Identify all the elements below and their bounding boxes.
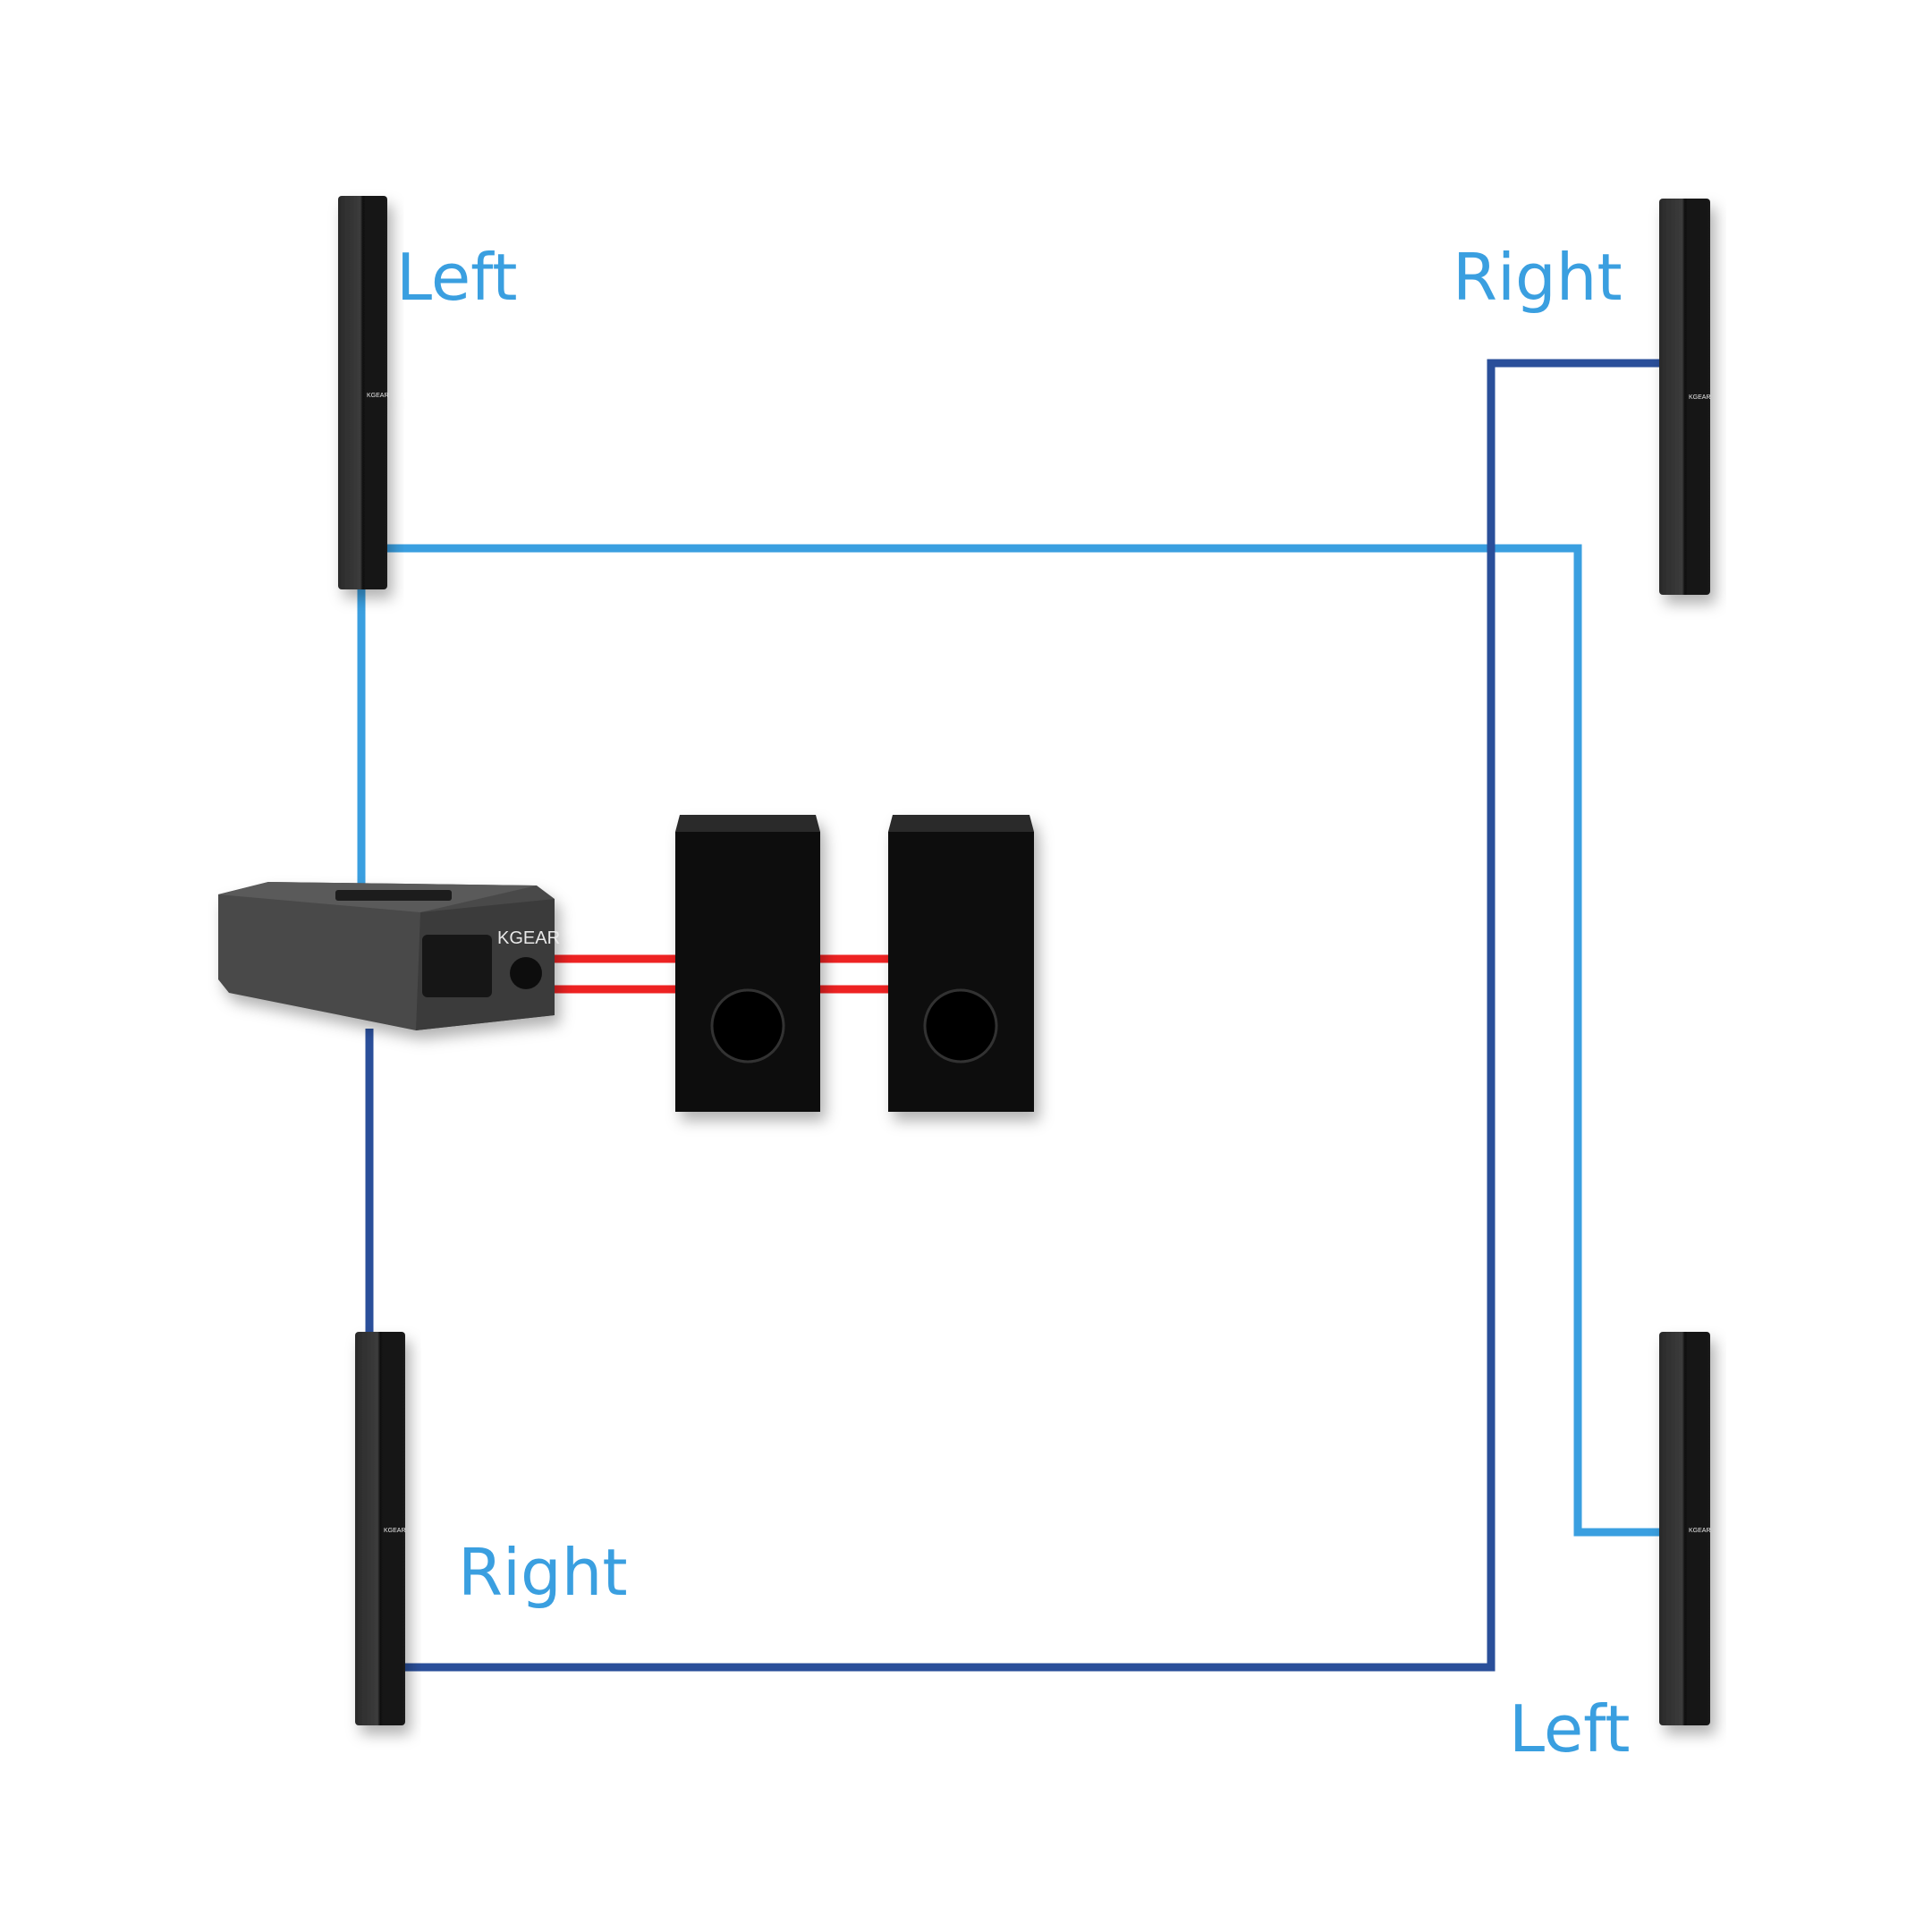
speaker-top-left: KGEAR xyxy=(338,196,389,589)
subwoofer-1 xyxy=(675,815,820,1112)
left-channel-cable xyxy=(357,544,1659,1537)
speaker-top-right: KGEAR xyxy=(1659,199,1711,595)
right-channel-cable xyxy=(365,359,1659,1672)
label-bottom-right: Left xyxy=(1509,1691,1630,1767)
amplifier: KGEAR xyxy=(218,882,560,1030)
svg-text:KGEAR: KGEAR xyxy=(384,1528,406,1534)
volume-knob xyxy=(510,957,542,989)
label-bottom-left: Right xyxy=(458,1535,628,1610)
subwoofer-cables xyxy=(555,954,888,994)
svg-text:KGEAR: KGEAR xyxy=(1689,1528,1711,1534)
label-top-right: Right xyxy=(1453,240,1623,315)
speaker-bottom-left: KGEAR xyxy=(355,1332,406,1725)
subwoofer-2 xyxy=(888,815,1034,1112)
speaker-bottom-right: KGEAR xyxy=(1659,1332,1711,1725)
amplifier-brand: KGEAR xyxy=(497,928,560,948)
label-top-left: Left xyxy=(396,240,517,315)
amplifier-grille xyxy=(422,935,492,997)
svg-text:KGEAR: KGEAR xyxy=(1689,394,1711,401)
svg-text:KGEAR: KGEAR xyxy=(367,393,389,399)
amplifier-vent xyxy=(335,890,452,901)
